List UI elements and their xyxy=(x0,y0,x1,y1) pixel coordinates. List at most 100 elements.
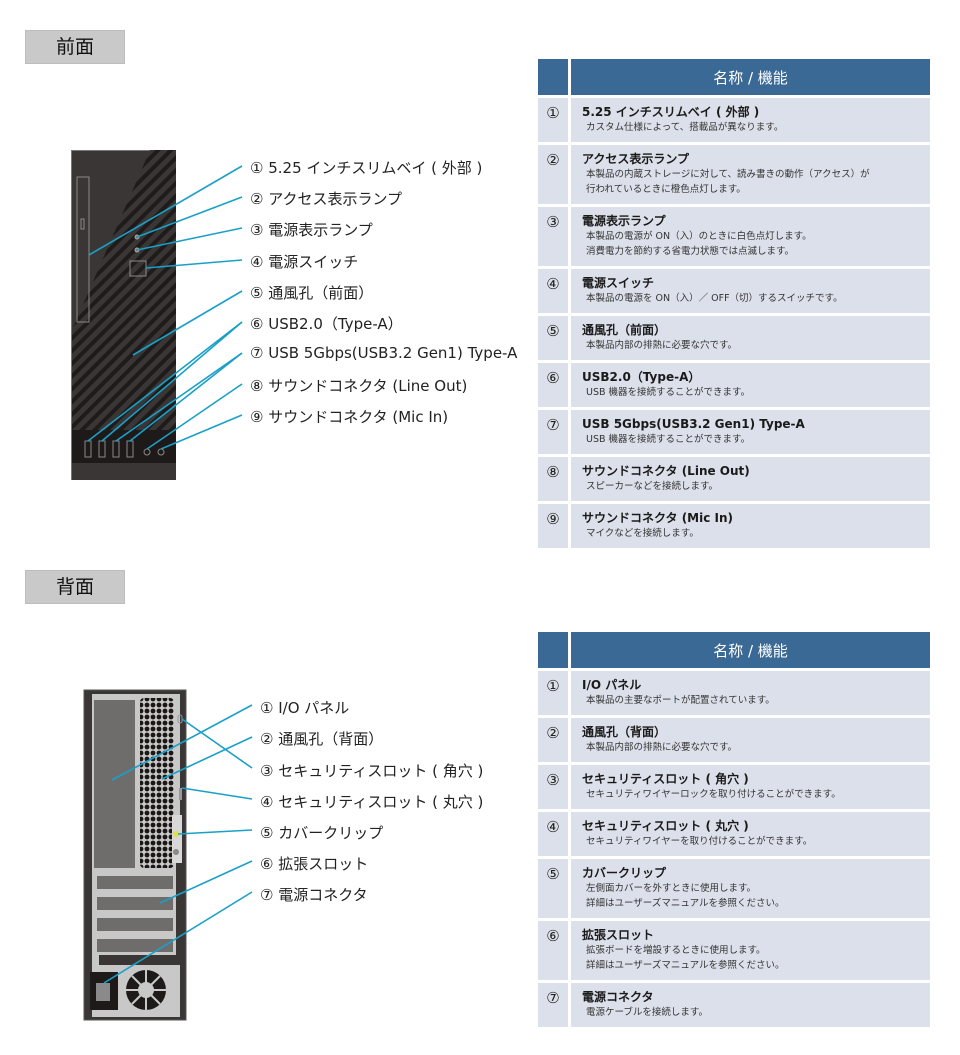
front-spec-table: 名称 / 機能 ① 5.25 インチスリムベイ ( 外部 ) カスタム仕様によって、… xyxy=(538,56,930,551)
item-cell: I/O パネル本製品の主要なポートが配置されています。 xyxy=(571,671,930,715)
item-cell: USB2.0（Type-A）USB 機器を接続することができます。 xyxy=(571,363,930,407)
item-number: ① xyxy=(538,98,571,142)
item-cell: セキュリティスロット ( 丸穴 ) セキュリティワイヤーを取り付けることができます… xyxy=(571,812,930,856)
power-switch xyxy=(129,260,147,277)
expansion-slot-1 xyxy=(97,876,173,889)
item-cell: 通風孔（背面） 本製品内部の排熱に必要な穴です。 xyxy=(571,718,930,762)
item-title: 電源スイッチ xyxy=(582,276,655,290)
item-description: 拡張ボードを増設するときに使用します。 詳細はユーザーズマニュアルを参照ください… xyxy=(586,945,785,971)
item-number: ⑥ xyxy=(538,363,571,407)
item-number: ⑤ xyxy=(538,316,571,360)
number-column-header xyxy=(538,632,571,668)
item-title: カバークリップ xyxy=(582,866,667,880)
item-description: USB 機器を接続することができます。 xyxy=(586,387,751,398)
item-description: 本製品の主要なポートが配置されています。 xyxy=(586,695,775,706)
bay-eject-button xyxy=(80,218,85,230)
item-description: 本製品の電源を ON（入）／ OFF（切）するスイッチです。 xyxy=(586,293,843,304)
front-case-diagram xyxy=(71,150,243,480)
item-cell: セキュリティスロット ( 角穴 )セキュリティワイヤーロックを取り付けることがで… xyxy=(571,765,930,809)
item-cell: 拡張スロット拡張ボードを増設するときに使用します。 詳細はユーザーズマニュアルを… xyxy=(571,921,930,980)
item-number: ② xyxy=(538,718,571,762)
rear-vent xyxy=(140,698,174,868)
item-title: 通風孔（背面） xyxy=(582,725,667,739)
item-description: セキュリティワイヤーを取り付けることができます。 xyxy=(586,836,813,847)
front-section-label: 前面 xyxy=(25,30,125,64)
item-description: 本製品内部の排熱に必要な穴です。 xyxy=(586,742,738,753)
name-function-header: 名称 / 機能 xyxy=(571,59,930,95)
front-callout-6: ⑥ USB2.0（Type-A） xyxy=(250,315,403,333)
item-cell: アクセス表示ランプ本製品の内蔵ストレージに対して、読み書きの動作（アクセス）が … xyxy=(571,145,930,204)
front-leader-lines xyxy=(87,165,243,450)
slim-bay xyxy=(76,176,90,323)
item-number: ⑦ xyxy=(538,410,571,454)
item-cell: サウンドコネクタ (Line Out) スピーカーなどを接続します。 xyxy=(571,457,930,501)
item-description: 電源ケーブルを接続します。 xyxy=(586,1007,708,1018)
power-connector xyxy=(90,972,118,1010)
security-slot-square xyxy=(177,714,183,724)
item-description: 本製品内部の排熱に必要な穴です。 xyxy=(586,340,738,351)
front-callout-4: ④ 電源スイッチ xyxy=(250,253,359,271)
item-description: スピーカーなどを接続します。 xyxy=(586,481,719,492)
item-title: セキュリティスロット ( 丸穴 ) xyxy=(582,819,749,833)
item-title: 電源コネクタ xyxy=(582,990,654,1004)
item-title: 電源表示ランプ xyxy=(582,214,666,228)
cover-clip xyxy=(173,831,179,837)
item-title: サウンドコネクタ (Line Out) xyxy=(582,464,750,478)
table-row: ④ セキュリティスロット ( 丸穴 ) セキュリティワイヤーを取り付けることができま… xyxy=(538,812,930,856)
item-cell: 通風孔（前面） 本製品内部の排熱に必要な穴です。 xyxy=(571,316,930,360)
front-callout-5: ⑤ 通風孔（前面） xyxy=(250,284,374,302)
item-number: ① xyxy=(538,671,571,715)
item-description: 本製品の電源が ON（入）のときに白色点灯します。 消費電力を節約する省電力状態… xyxy=(586,231,812,257)
table-row: ① 5.25 インチスリムベイ ( 外部 ) カスタム仕様によって、搭載品が異なりま… xyxy=(538,98,930,142)
item-title: 通風孔（前面） xyxy=(582,323,667,337)
item-number: ③ xyxy=(538,765,571,809)
item-number: ④ xyxy=(538,812,571,856)
item-number: ② xyxy=(538,145,571,204)
name-function-header: 名称 / 機能 xyxy=(571,632,930,668)
front-callout-3: ③ 電源表示ランプ xyxy=(250,221,373,239)
front-callout-7: ⑦ USB 5Gbps(USB3.2 Gen1) Type-A xyxy=(250,344,518,362)
item-cell: 5.25 インチスリムベイ ( 外部 ) カスタム仕様によって、搭載品が異なります… xyxy=(571,98,930,142)
table-row: ⑤ 通風孔（前面） 本製品内部の排熱に必要な穴です。 xyxy=(538,316,930,360)
back-callout-5: ⑤ カバークリップ xyxy=(260,824,384,842)
item-number: ⑦ xyxy=(538,983,571,1027)
item-title: I/O パネル xyxy=(582,678,642,692)
front-callout-9: ⑨ サウンドコネクタ (Mic In) xyxy=(250,408,449,426)
back-callout-2: ② 通風孔（背面） xyxy=(260,730,384,748)
item-description: カスタム仕様によって、搭載品が異なります。 xyxy=(586,122,784,133)
front-callout-8: ⑧ サウンドコネクタ (Line Out) xyxy=(250,377,468,395)
item-cell: 電源コネクタ電源ケーブルを接続します。 xyxy=(571,983,930,1027)
item-number: ⑨ xyxy=(538,504,571,548)
back-panel xyxy=(92,694,180,965)
back-callout-1: ① I/O パネル xyxy=(260,699,350,717)
item-description: USB 機器を接続することができます。 xyxy=(586,434,751,445)
item-number: ⑥ xyxy=(538,921,571,980)
item-description: 本製品の内蔵ストレージに対して、読み書きの動作（アクセス）が 行われているときに… xyxy=(586,169,870,195)
item-cell: 電源スイッチ本製品の電源を ON（入）／ OFF（切）するスイッチです。 xyxy=(571,269,930,313)
front-callout-1: ① 5.25 インチスリムベイ ( 外部 ) xyxy=(250,159,483,177)
psu-fan xyxy=(126,970,166,1010)
back-leader-lines xyxy=(103,704,253,984)
item-title: 5.25 インチスリムベイ ( 外部 ) xyxy=(582,105,760,119)
item-title: サウンドコネクタ (Mic In) xyxy=(582,511,734,525)
item-cell: 電源表示ランプ本製品の電源が ON（入）のときに白色点灯します。 消費電力を節約… xyxy=(571,207,930,266)
back-callout-4: ④ セキュリティスロット ( 丸穴 ) xyxy=(260,793,484,811)
item-title: 拡張スロット xyxy=(582,928,655,942)
item-cell: カバークリップ左側面カバーを外すときに使用します。 詳細はユーザーズマニュアルを… xyxy=(571,859,930,918)
item-number: ⑤ xyxy=(538,859,571,918)
item-cell: サウンドコネクタ (Mic In)マイクなどを接続します。 xyxy=(571,504,930,548)
back-section-label: 背面 xyxy=(25,570,125,604)
